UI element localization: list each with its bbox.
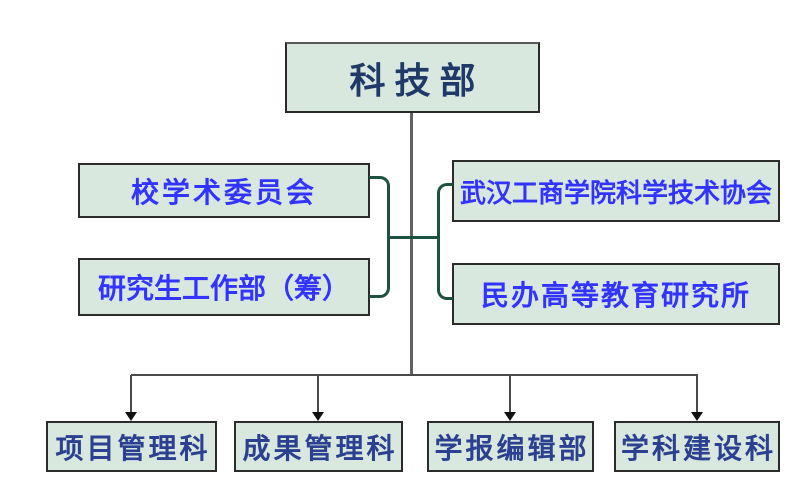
- left-bracket-upper: [369, 176, 390, 238]
- node-academic-committee: 校学术委员会: [78, 163, 370, 218]
- node-sci-tech-association: 武汉工商学院科学技术协会: [452, 160, 780, 222]
- right-bracket-stub: [411, 236, 439, 239]
- right-bracket-lower: [437, 238, 453, 300]
- node-project-management-section: 项目管理科: [46, 421, 217, 472]
- arrow-down-icon: [504, 412, 516, 421]
- trunk-line: [410, 113, 413, 375]
- node-discipline-construction-section: 学科建设科: [614, 421, 780, 472]
- bottom-connector-line: [131, 374, 698, 376]
- node-science-tech-dept: 科技部: [285, 42, 540, 113]
- node-achievement-management-section: 成果管理科: [234, 421, 403, 472]
- arrow-stem-1: [130, 375, 132, 412]
- arrow-stem-4: [696, 375, 698, 412]
- left-bracket-lower: [369, 238, 390, 298]
- left-bracket-stub: [388, 236, 412, 239]
- arrow-down-icon: [691, 412, 703, 421]
- arrow-down-icon: [125, 412, 137, 421]
- arrow-down-icon: [312, 412, 324, 421]
- arrow-stem-2: [317, 375, 319, 412]
- node-private-higher-edu-institute: 民办高等教育研究所: [452, 263, 780, 325]
- arrow-stem-3: [509, 375, 511, 412]
- node-journal-editorial-dept: 学报编辑部: [427, 421, 594, 472]
- right-bracket-upper: [437, 183, 453, 238]
- node-graduate-work-dept: 研究生工作部（筹）: [78, 258, 370, 316]
